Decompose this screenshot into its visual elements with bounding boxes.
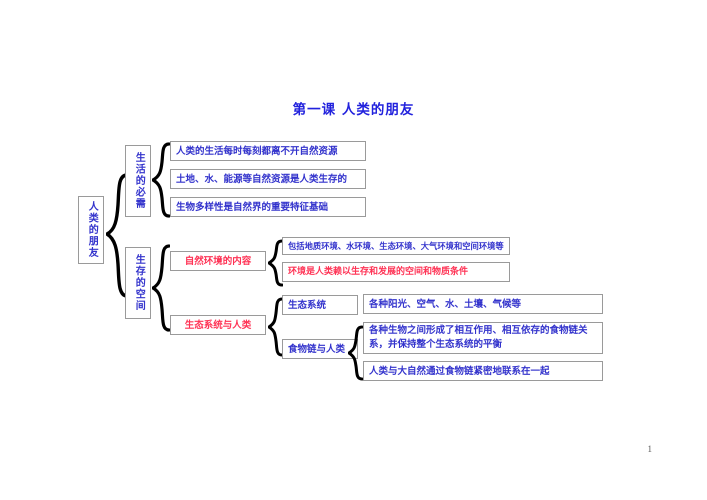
statement-text: 环境是人类赖以生存和发展的空间和物质条件 <box>288 266 469 277</box>
statement-text: 各种阳光、空气、水、土壤、气候等 <box>369 298 522 310</box>
node-food-chain-label: 食物链与人类 <box>288 343 346 355</box>
node-life-necessities: 生活的必需 <box>125 145 151 217</box>
node-natural-environment-label: 自然环境的内容 <box>184 255 252 267</box>
node-food-chain: 食物链与人类 <box>282 339 358 359</box>
brace-living-space <box>152 243 170 333</box>
statement-text: 生物多样性是自然界的重要特征基础 <box>176 201 329 213</box>
node-ecosystem-and-human: 生态系统与人类 <box>170 315 266 335</box>
node-living-space: 生存的空间 <box>125 247 151 319</box>
statement-box: 各种生物之间形成了相互作用、相互依存的食物链关系，并保持整个生态系统的平衡 <box>363 322 603 354</box>
brace-life-necessities <box>152 141 170 219</box>
statement-text: 土地、水、能源等自然资源是人类生存的 <box>176 173 348 185</box>
node-ecosystem: 生态系统 <box>282 295 358 315</box>
statement-text: 各种生物之间形成了相互作用、相互依存的食物链关系，并保持整个生态系统的平衡 <box>369 325 588 350</box>
statement-box: 土地、水、能源等自然资源是人类生存的 <box>170 169 366 189</box>
statement-box: 人类与大自然通过食物链紧密地联系在一起 <box>363 361 603 381</box>
node-natural-environment: 自然环境的内容 <box>170 251 266 271</box>
node-living-space-label: 生存的空间 <box>133 254 145 312</box>
statement-box: 包括地质环境、水环境、生态环境、大气环境和空间环境等 <box>282 237 510 255</box>
brace-ecosystem <box>268 296 283 358</box>
brace-natural-environment <box>268 238 283 288</box>
statement-text: 人类与大自然通过食物链紧密地联系在一起 <box>369 365 550 377</box>
statement-text: 包括地质环境、水环境、生态环境、大气环境和空间环境等 <box>288 240 504 251</box>
node-root-label: 人类的朋友 <box>86 201 98 259</box>
node-ecosystem-label: 生态系统 <box>288 299 327 311</box>
statement-box: 人类的生活每时每刻都离不开自然资源 <box>170 141 366 161</box>
statement-box: 生物多样性是自然界的重要特征基础 <box>170 197 366 217</box>
page-number: 1 <box>647 444 653 454</box>
node-root: 人类的朋友 <box>78 196 104 264</box>
node-life-necessities-label: 生活的必需 <box>133 152 145 210</box>
statement-box: 各种阳光、空气、水、土壤、气候等 <box>363 294 603 314</box>
statement-box: 环境是人类赖以生存和发展的空间和物质条件 <box>282 262 510 282</box>
page-title: 第一课 人类的朋友 <box>292 102 415 118</box>
node-ecosystem-and-human-label: 生态系统与人类 <box>184 319 252 331</box>
statement-text: 人类的生活每时每刻都离不开自然资源 <box>176 145 338 157</box>
